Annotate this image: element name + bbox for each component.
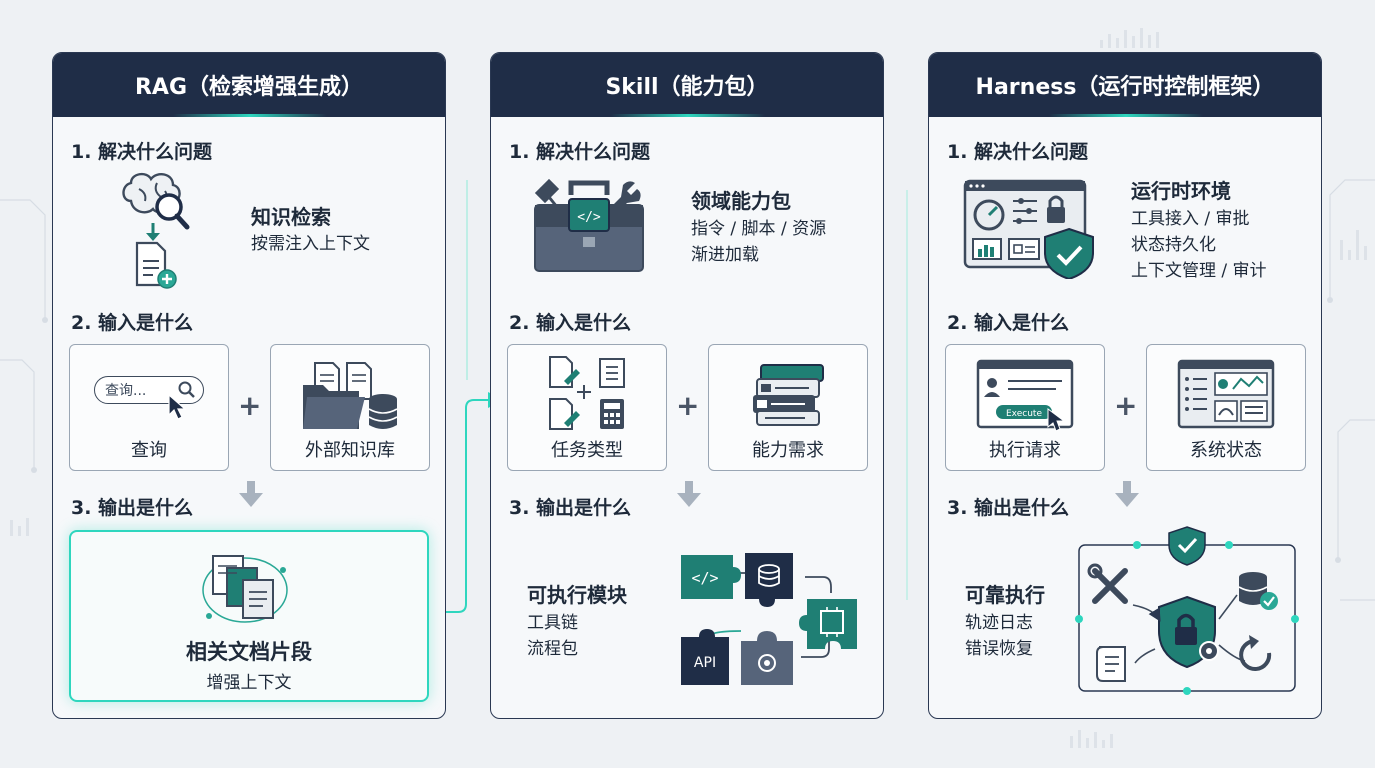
search-bar-icon: 查询...	[94, 376, 204, 404]
reliable-execution-icon	[1075, 526, 1299, 695]
input-box-query: 查询... 查询	[69, 344, 229, 471]
documents-orbit-icon	[202, 555, 288, 623]
input-label-knowledge-base: 外部知识库	[305, 440, 395, 461]
task-docs-icon	[549, 356, 625, 430]
problem-line-1: 工具接入 / 审批	[1131, 209, 1250, 229]
panel-header-harness: Harness（运行时控制框架）	[929, 53, 1321, 117]
problem-main-text: 知识检索	[251, 205, 331, 229]
input-box-execute-request: Execute 执行请求	[945, 344, 1105, 471]
section-title-input: 2. 输入是什么	[71, 312, 194, 334]
panel-header-skill: Skill（能力包）	[491, 53, 883, 117]
output-line-2: 错误恢复	[965, 639, 1033, 659]
input-label-capability-need: 能力需求	[752, 440, 824, 461]
section-title-output: 3. 输出是什么	[509, 497, 632, 519]
input-label-system-status: 系统状态	[1190, 440, 1262, 461]
svg-text:</>: </>	[577, 210, 601, 225]
header-glow	[173, 114, 327, 117]
puzzle-api-label: API	[694, 655, 716, 671]
puzzle-modules-icon: </> API	[681, 553, 857, 685]
problem-line-2: 状态持久化	[1131, 235, 1216, 255]
execute-button-label: Execute	[1006, 409, 1042, 419]
brain-search-icon	[122, 172, 190, 241]
input-label-query: 查询	[131, 440, 167, 461]
plus-sign: +	[676, 389, 700, 422]
arrow-down-icon	[1115, 481, 1139, 507]
output-main-text: 可执行模块	[527, 583, 627, 607]
toolbox-icon: </>	[534, 178, 644, 272]
input-label-execute-request: 执行请求	[989, 440, 1061, 461]
problem-line-1: 按需注入上下文	[251, 234, 370, 254]
document-add-icon	[135, 241, 177, 289]
output-line-2: 流程包	[527, 639, 578, 659]
arrow-down-icon	[239, 481, 263, 507]
section-title-input: 2. 输入是什么	[947, 312, 1070, 334]
problem-main-text: 领域能力包	[691, 189, 791, 213]
input-box-task-type: 任务类型	[507, 344, 667, 471]
search-placeholder: 查询...	[105, 383, 147, 399]
cursor-icon	[168, 393, 187, 420]
plus-sign: +	[1114, 389, 1138, 422]
panel-title-rag: RAG（检索增强生成）	[134, 75, 364, 100]
output-line-1: 增强上下文	[206, 673, 292, 693]
section-title-problem: 1. 解决什么问题	[71, 141, 213, 163]
panel-rag: RAG（检索增强生成） 1. 解决什么问题 知识检索 按需注入上下文 2. 输入…	[52, 52, 446, 719]
section-title-output: 3. 输出是什么	[71, 497, 194, 519]
execute-window-icon: Execute	[976, 359, 1074, 432]
input-box-capability-need: 能力需求	[708, 344, 868, 471]
header-glow	[611, 114, 765, 117]
svg-text:</>: </>	[691, 569, 718, 587]
panel-skill: Skill（能力包） 1. 解决什么问题 </> 领域能力包 指令 / 脚本 /…	[490, 52, 884, 719]
search-icon	[178, 381, 195, 398]
input-label-task-type: 任务类型	[551, 440, 623, 461]
problem-line-3: 上下文管理 / 审计	[1131, 261, 1267, 281]
output-main-text: 相关文档片段	[186, 640, 312, 664]
problem-main-text: 运行时环境	[1131, 179, 1231, 203]
panel-harness: Harness（运行时控制框架） 1. 解决什么问题 运行时环境 工具接入 / …	[928, 52, 1322, 719]
output-line-1: 轨迹日志	[965, 613, 1033, 633]
section-title-problem: 1. 解决什么问题	[947, 141, 1089, 163]
input-box-knowledge-base: 外部知识库	[270, 344, 430, 471]
panel-header-rag: RAG（检索增强生成）	[53, 53, 445, 117]
output-line-1: 工具链	[527, 613, 578, 633]
problem-line-1: 指令 / 脚本 / 资源	[691, 219, 827, 239]
section-title-output: 3. 输出是什么	[947, 497, 1070, 519]
panel-title-harness: Harness（运行时控制框架）	[975, 75, 1275, 100]
problem-line-2: 渐进加载	[691, 245, 759, 265]
input-box-system-status: 系统状态	[1146, 344, 1306, 471]
plus-sign: +	[238, 389, 262, 422]
output-main-text: 可靠执行	[965, 583, 1045, 607]
panel-title-skill: Skill（能力包）	[605, 75, 769, 100]
dashboard-shield-icon	[963, 179, 1094, 279]
section-title-problem: 1. 解决什么问题	[509, 141, 651, 163]
section-title-input: 2. 输入是什么	[509, 312, 632, 334]
folder-documents-database-icon	[303, 362, 398, 429]
capability-cards-icon	[753, 364, 824, 426]
system-status-icon	[1177, 359, 1275, 429]
arrow-down-icon	[677, 481, 701, 507]
output-box-rag: 相关文档片段 增强上下文	[69, 530, 429, 702]
header-glow	[1049, 114, 1203, 117]
